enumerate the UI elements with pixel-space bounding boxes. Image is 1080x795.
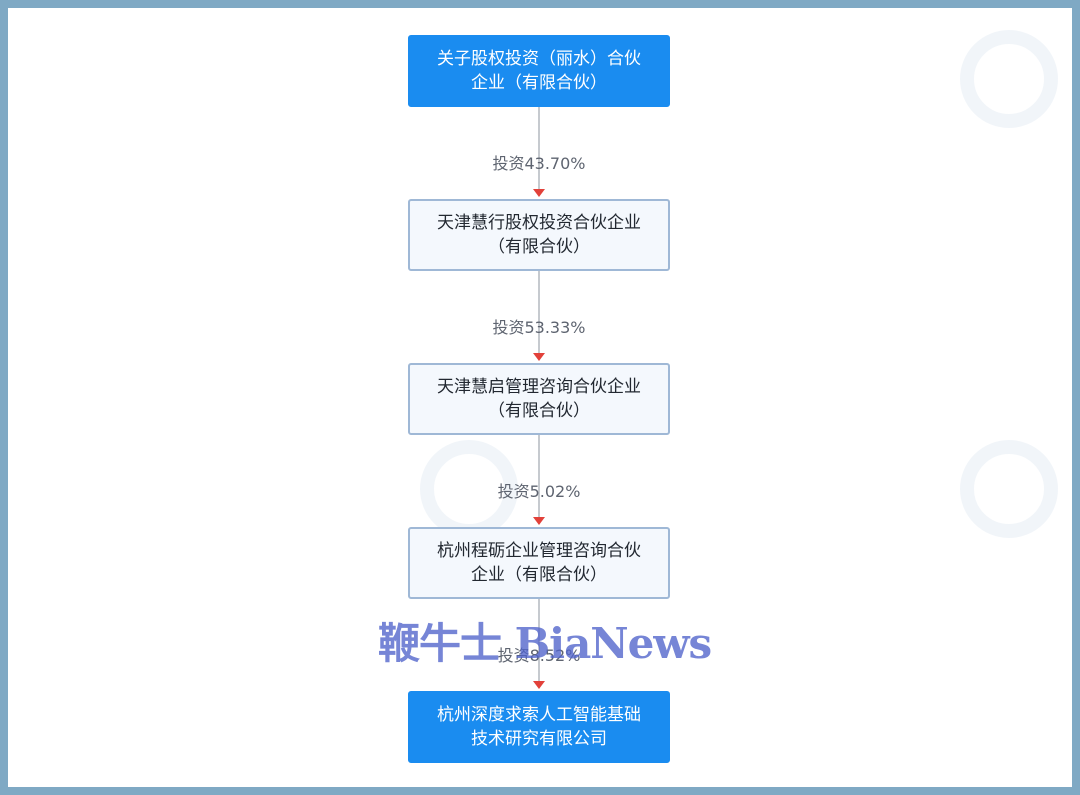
- edge-label-investment: 投资43.70%: [492, 154, 586, 173]
- edge-label-investment: 投资8.52%: [497, 646, 581, 665]
- arrow-head: [533, 681, 545, 689]
- entity-node-chengli[interactable]: 杭州程砺企业管理咨询合伙 企业（有限合伙）: [408, 527, 670, 599]
- edge-label-investment: 投资53.33%: [492, 318, 586, 337]
- arrow-head: [533, 189, 545, 197]
- arrow-head: [533, 353, 545, 361]
- entity-node-label: 天津慧启管理咨询合伙企业 （有限合伙）: [437, 377, 641, 421]
- entity-node-huiqi[interactable]: 天津慧启管理咨询合伙企业 （有限合伙）: [408, 363, 670, 435]
- entity-node-guanzi[interactable]: 关子股权投资（丽水）合伙 企业（有限合伙）: [408, 35, 670, 107]
- entity-node-label: 杭州程砺企业管理咨询合伙 企业（有限合伙）: [437, 541, 641, 585]
- entity-node-label: 杭州深度求索人工智能基础 技术研究有限公司: [437, 705, 641, 749]
- watermark-bianews: 鞭牛士 BiaNews: [378, 619, 712, 668]
- edge-label-investment: 投资5.02%: [497, 482, 581, 501]
- entity-node-huixing[interactable]: 天津慧行股权投资合伙企业 （有限合伙）: [408, 199, 670, 271]
- entity-node-label: 关子股权投资（丽水）合伙 企业（有限合伙）: [437, 49, 641, 93]
- arrow-head: [533, 517, 545, 525]
- entity-node-deepseek[interactable]: 杭州深度求索人工智能基础 技术研究有限公司: [408, 691, 670, 763]
- entity-node-label: 天津慧行股权投资合伙企业 （有限合伙）: [437, 213, 641, 257]
